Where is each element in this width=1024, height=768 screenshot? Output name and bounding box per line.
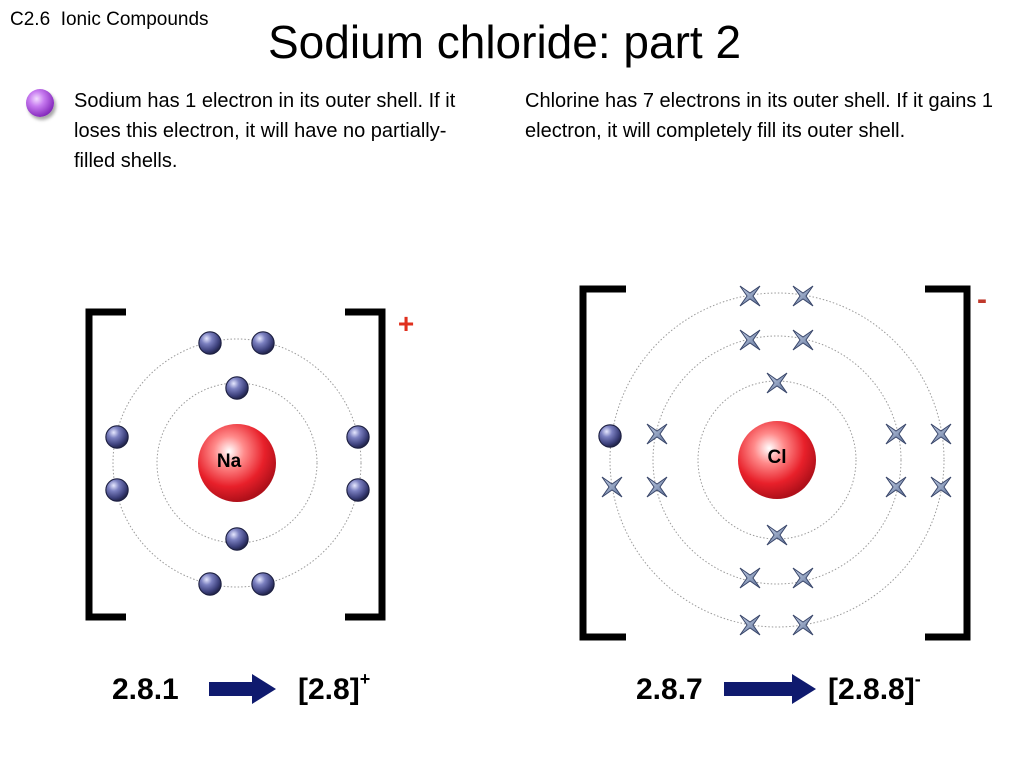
sodium-nucleus [198, 424, 276, 502]
cross-electron [885, 423, 907, 445]
chlorine-config-after: [2.8.8]- [828, 670, 921, 710]
chloride-ion [579, 285, 971, 641]
chlorine-arrow-icon [724, 674, 816, 704]
chloride-shell-2 [652, 335, 902, 585]
chloride-nucleus [738, 421, 816, 499]
electron [251, 572, 275, 596]
chlorine-symbol: Cl [768, 447, 787, 468]
cross-electron [739, 329, 761, 351]
cross-electron [885, 476, 907, 498]
cross-electron [792, 567, 814, 589]
cross-electron [739, 614, 761, 636]
electron [198, 572, 222, 596]
chloride-right-bracket [925, 285, 971, 641]
cross-electron [646, 423, 668, 445]
sodium-ion [85, 308, 386, 621]
cross-electron [646, 476, 668, 498]
chloride-charge: - [977, 283, 987, 316]
page-title: Sodium chloride: part 2 [268, 16, 742, 68]
chloride-left-bracket [579, 285, 626, 641]
electron [105, 425, 129, 449]
electron [105, 478, 129, 502]
sodium-shell-2 [112, 338, 362, 588]
sodium-shell-1 [156, 382, 318, 544]
bullet-icon [26, 89, 54, 117]
sodium-config-before: 2.8.1 [112, 673, 179, 706]
electron [225, 376, 249, 400]
cross-electron [766, 372, 788, 394]
sodium-description: Sodium has 1 electron in its outer shell… [74, 90, 456, 172]
electron [251, 331, 275, 355]
cross-electron [792, 614, 814, 636]
electron [225, 527, 249, 551]
cross-electron [739, 567, 761, 589]
electron [346, 425, 370, 449]
cross-electron [930, 476, 952, 498]
sodium-config-charge: + [359, 669, 371, 689]
electron [198, 331, 222, 355]
chlorine-description: Chlorine has 7 electrons in its outer sh… [525, 90, 994, 142]
sodium-left-bracket [85, 308, 126, 621]
sodium-symbol: Na [217, 451, 242, 472]
cross-electron [601, 476, 623, 498]
sodium-arrow-icon [209, 674, 276, 704]
electron [346, 478, 370, 502]
gained-electron [598, 424, 622, 448]
sodium-right-bracket [345, 308, 386, 621]
chlorine-config-after-value: [2.8.8] [828, 673, 915, 706]
slide-tag: C2.6 Ionic Compounds [10, 9, 209, 30]
sodium-config-after-value: [2.8] [298, 673, 360, 706]
cross-electron [739, 285, 761, 307]
cross-electron [766, 524, 788, 546]
chlorine-config-before: 2.8.7 [636, 673, 703, 706]
sodium-charge: + [398, 308, 414, 339]
sodium-config-after: [2.8]+ [298, 670, 370, 710]
chloride-shell-3 [609, 292, 945, 628]
chlorine-config-charge: - [914, 669, 921, 689]
